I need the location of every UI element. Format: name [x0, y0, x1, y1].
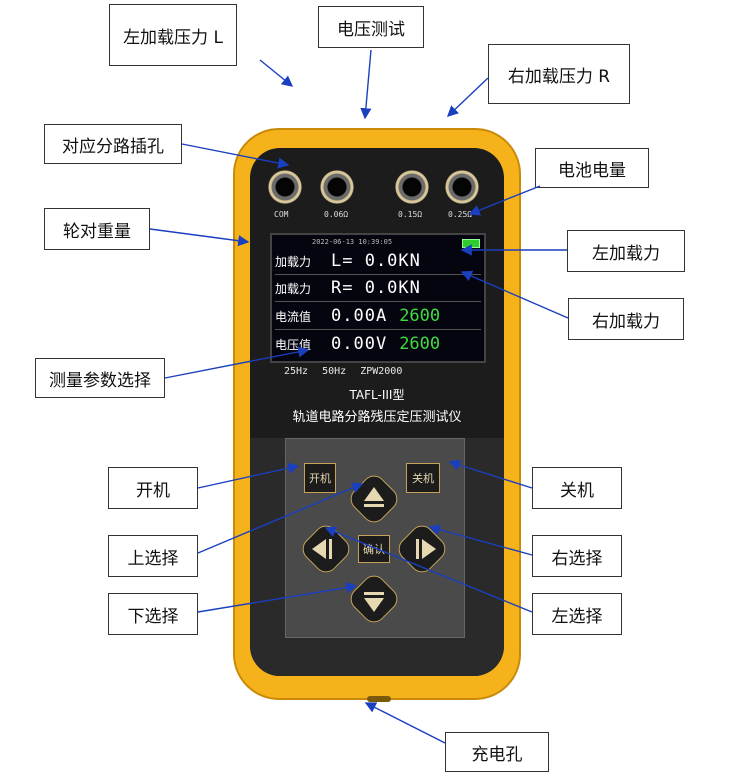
callout-power-off: 关机: [532, 467, 622, 509]
screen-params: 25Hz 50Hz ZPW2000: [284, 366, 403, 377]
callout-left-load-force: 左加载力: [567, 230, 685, 272]
callout-branch-socket: 对应分路插孔: [44, 124, 182, 164]
screen-row-current: 电流值 0.00A 2600: [275, 305, 440, 327]
port-015[interactable]: [395, 170, 429, 204]
row-value: L= 0.0KN: [331, 251, 421, 271]
callout-param-select: 测量参数选择: [35, 358, 165, 398]
confirm-key[interactable]: 确认: [358, 535, 390, 563]
divider: [275, 274, 481, 275]
device-product-name: 轨道电路分路残压定压测试仪: [292, 410, 462, 425]
screen-row-right-force: 加载力 R= 0.0KN: [275, 277, 421, 299]
up-key[interactable]: [345, 470, 403, 528]
row-value: 0.00V: [331, 334, 388, 354]
left-key[interactable]: [297, 520, 355, 578]
arrow-voltage-test: [360, 49, 372, 120]
screen-timestamp: 2022-06-13 10:39:05: [312, 238, 393, 246]
row-name: 电流值: [275, 309, 312, 324]
divider: [275, 301, 481, 302]
callout-right-load-force: 右加载力: [568, 298, 684, 340]
right-key[interactable]: [393, 520, 451, 578]
row-name: 加载力: [275, 254, 312, 269]
callout-left-select: 左选择: [532, 593, 622, 635]
arrow-left-pressure: [259, 59, 294, 87]
port-006[interactable]: [320, 170, 354, 204]
row-name: 加载力: [275, 281, 312, 296]
lcd-screen: 2022-06-13 10:39:05 加载力 L= 0.0KN 加载力 R= …: [270, 233, 486, 363]
callout-charge-port: 充电孔: [445, 732, 549, 772]
callout-battery-level: 电池电量: [535, 148, 649, 188]
row-extra: 2600: [399, 334, 441, 354]
battery-icon: [462, 239, 480, 248]
port-label-015: 0.15Ω: [398, 210, 423, 219]
port-label-006: 0.06Ω: [324, 210, 349, 219]
device-model: TAFL-III型: [349, 388, 405, 402]
tester-device: COM 0.06Ω 0.15Ω 0.25Ω 2022-06-13 10:39:0…: [233, 128, 521, 702]
callout-left-load-pressure: 左加载压力 L: [109, 4, 237, 66]
arrow-charge-port: [364, 702, 446, 744]
callout-up-select: 上选择: [108, 535, 198, 577]
device-face: COM 0.06Ω 0.15Ω 0.25Ω 2022-06-13 10:39:0…: [250, 148, 504, 676]
arrow-right-pressure: [446, 77, 489, 117]
row-value: 0.00A: [331, 306, 388, 326]
power-off-key[interactable]: 关机: [406, 463, 440, 493]
screen-row-left-force: 加载力 L= 0.0KN: [275, 250, 421, 272]
down-key[interactable]: [345, 570, 403, 628]
row-name: 电压值: [275, 337, 312, 352]
callout-voltage-test: 电压测试: [318, 6, 424, 48]
row-value: R= 0.0KN: [331, 278, 421, 298]
divider: [275, 329, 481, 330]
port-label-com: COM: [274, 210, 289, 219]
port-com[interactable]: [268, 170, 302, 204]
callout-wheelset-weight: 轮对重量: [44, 208, 150, 250]
callout-down-select: 下选择: [108, 593, 198, 635]
callout-power-on: 开机: [108, 467, 198, 509]
power-on-key[interactable]: 开机: [304, 463, 336, 493]
charge-port-slot[interactable]: [367, 696, 391, 702]
keypad-panel: 开机 关机 确认: [285, 438, 465, 638]
callout-right-select: 右选择: [532, 535, 622, 577]
port-label-025: 0.25Ω: [448, 210, 473, 219]
callout-right-load-pressure: 右加载压力 R: [488, 44, 630, 104]
screen-row-voltage: 电压值 0.00V 2600: [275, 333, 440, 355]
port-025[interactable]: [445, 170, 479, 204]
row-extra: 2600: [399, 306, 441, 326]
